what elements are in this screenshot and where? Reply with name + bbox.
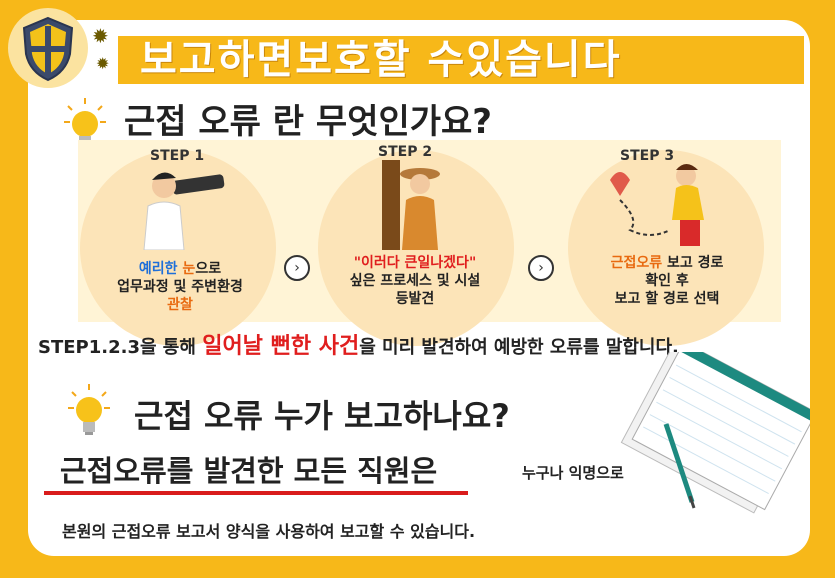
- section-heading-what: 근접 오류 란 무엇인가요?: [124, 102, 493, 142]
- step2-text: "이러다 큰일나겠다" 싶은 프로세스 및 시설 등발견: [349, 255, 481, 307]
- step2-label: STEP 2: [378, 144, 433, 160]
- notebook-pen-illustration: [620, 352, 810, 514]
- lightbulb-icon: [68, 384, 110, 435]
- shield-badge: [8, 8, 88, 88]
- telescope-person-illustration: [143, 172, 225, 250]
- map-person-illustration: [610, 164, 704, 246]
- step3-text: 근접오류 보고 경로 확인 후 보고 할 경로 선택: [610, 255, 724, 307]
- step3-label: STEP 3: [620, 148, 675, 164]
- red-underline: [44, 491, 468, 495]
- who-reports-anonymous: 누구나 익명으로: [522, 464, 624, 482]
- summary-line: STEP1.2.3을 통해 일어날 뻔한 사건을 미리 발견하여 예방한 오류를…: [38, 334, 679, 359]
- footer-note: 본원의 근접오류 보고서 양식을 사용하여 보고할 수 있습니다.: [62, 522, 476, 541]
- detective-illustration: [382, 160, 440, 250]
- who-reports-main: 근접오류를 발견한 모든 직원은: [60, 454, 438, 488]
- title-banner: [118, 36, 804, 84]
- gear-icon: ✹: [96, 54, 110, 73]
- step1-label: STEP 1: [150, 148, 205, 164]
- shield-icon: [22, 16, 74, 82]
- chevron-right-icon: ›: [284, 255, 310, 281]
- step1-text: 예리한 눈으로 업무과정 및 주변환경 관찰: [117, 261, 243, 313]
- section-heading-who: 근접 오류 누가 보고하나요?: [134, 397, 510, 435]
- gear-icon: ✹: [92, 24, 109, 48]
- chevron-right-icon: ›: [528, 255, 554, 281]
- page-title: 보고하면보호할 수있습니다: [140, 37, 622, 83]
- step3-circle: [568, 150, 764, 346]
- summary-highlight: 일어날 뻔한 사건: [202, 334, 360, 359]
